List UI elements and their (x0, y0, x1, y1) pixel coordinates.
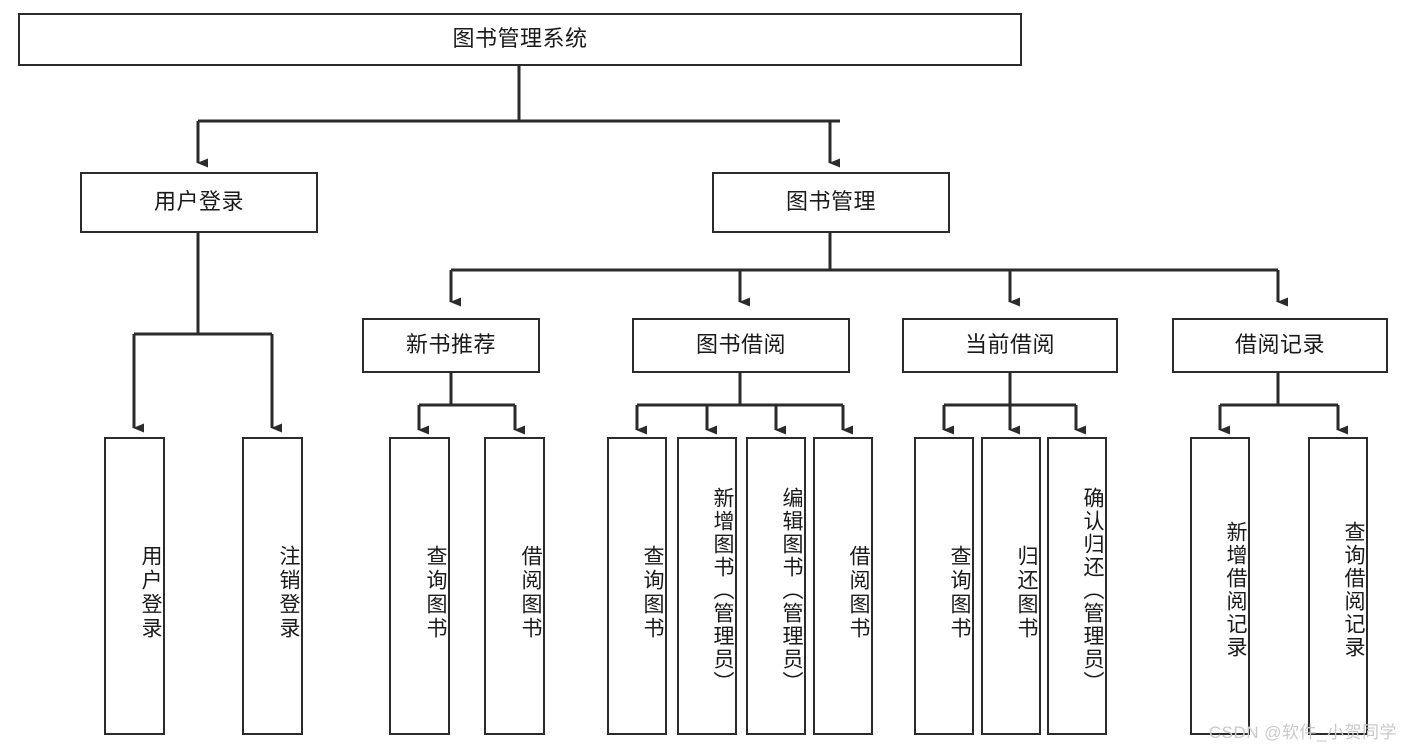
node-leaf-query-book-2[interactable]: 查询图书 (607, 437, 667, 735)
node-leaf-return-book[interactable]: 归还图书 (981, 437, 1041, 735)
node-leaf-query-book-3[interactable]: 查询图书 (914, 437, 974, 735)
node-book-borrow[interactable]: 图书借阅 (632, 318, 850, 373)
node-label: 借阅图书 (519, 545, 542, 641)
node-label: 新增借阅记录 (1224, 521, 1247, 659)
node-leaf-edit-book-admin[interactable]: 编辑图书（管理员） (746, 437, 806, 735)
node-leaf-confirm-return-admin[interactable]: 确认归还（管理员） (1047, 437, 1107, 735)
node-label: 借阅图书 (847, 545, 870, 641)
node-label: 查询借阅记录 (1342, 521, 1365, 659)
node-user-login[interactable]: 用户登录 (80, 172, 318, 233)
node-leaf-user-login[interactable]: 用户登录 (104, 437, 165, 735)
csdn-watermark: CSDN @软件_小贺同学 (1208, 723, 1397, 742)
node-leaf-logout-login[interactable]: 注销登录 (242, 437, 303, 735)
node-label: 确认归还（管理员） (1081, 486, 1104, 694)
node-label: 新书推荐 (405, 332, 496, 358)
node-leaf-add-borrow-record[interactable]: 新增借阅记录 (1190, 437, 1250, 735)
node-current-borrow[interactable]: 当前借阅 (902, 318, 1118, 373)
node-new-book-recommend[interactable]: 新书推荐 (362, 318, 540, 373)
node-leaf-add-book-admin[interactable]: 新增图书（管理员） (677, 437, 737, 735)
node-book-manage[interactable]: 图书管理 (712, 172, 950, 233)
node-leaf-query-borrow-record[interactable]: 查询借阅记录 (1308, 437, 1368, 735)
node-label: 当前借阅 (964, 332, 1055, 358)
node-label: 图书管理 (785, 189, 876, 215)
node-root-system[interactable]: 图书管理系统 (18, 13, 1022, 66)
node-label: 借阅记录 (1234, 332, 1325, 358)
node-label: 图书借阅 (695, 332, 786, 358)
node-label: 查询图书 (641, 545, 664, 641)
node-label: 图书管理系统 (452, 26, 588, 52)
node-label: 编辑图书（管理员） (780, 486, 803, 694)
node-label: 用户登录 (153, 189, 244, 215)
node-label: 归还图书 (1015, 545, 1038, 641)
node-leaf-borrow-book-1[interactable]: 借阅图书 (484, 437, 545, 735)
node-leaf-borrow-book-2[interactable]: 借阅图书 (813, 437, 873, 735)
node-leaf-query-book-1[interactable]: 查询图书 (389, 437, 450, 735)
node-label: 注销登录 (277, 545, 300, 641)
node-borrow-record[interactable]: 借阅记录 (1172, 318, 1388, 373)
node-label: 查询图书 (424, 545, 447, 641)
node-label: 查询图书 (948, 545, 971, 641)
node-label: 用户登录 (139, 545, 162, 641)
node-label: 新增图书（管理员） (711, 486, 734, 694)
